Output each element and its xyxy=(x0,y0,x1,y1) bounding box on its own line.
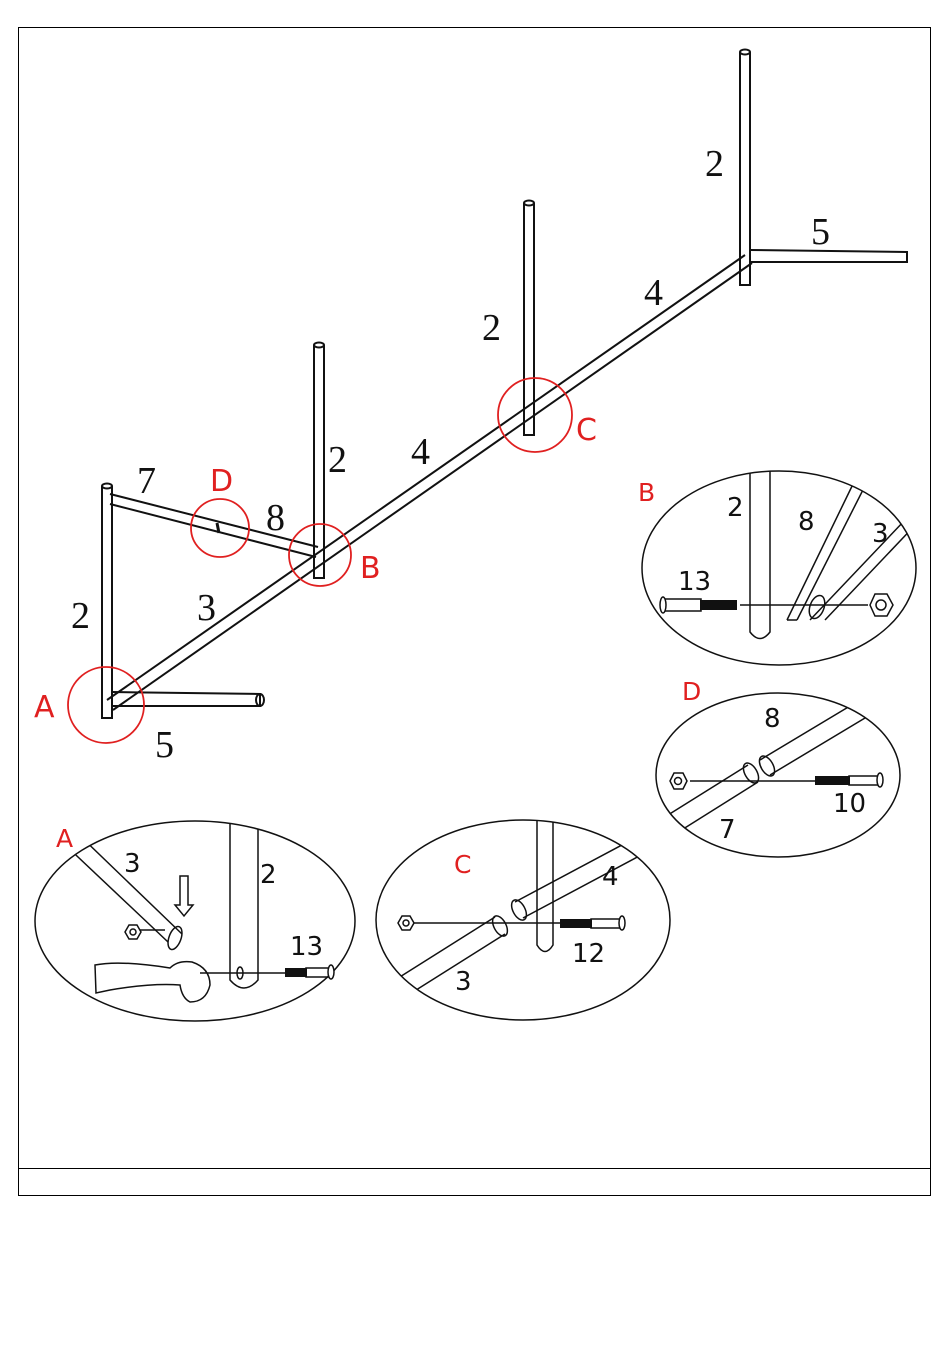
detail-b-label-bolt: 13 xyxy=(678,567,711,597)
nut-icon xyxy=(398,916,414,930)
callout-circle-b xyxy=(289,524,351,586)
nut-icon xyxy=(870,594,893,616)
label-upright-left: 2 xyxy=(71,595,90,637)
callout-letter-a: A xyxy=(34,690,55,725)
detail-d-label-upper: 8 xyxy=(764,704,781,734)
label-brace-top: 7 xyxy=(137,460,156,502)
detail-d: D 8 7 10 xyxy=(656,677,900,857)
nut-icon xyxy=(670,773,687,789)
bolt-icon xyxy=(660,597,737,613)
nut-icon xyxy=(125,925,141,939)
callout-letter-b: B xyxy=(360,551,381,586)
label-upright-c: 2 xyxy=(482,307,501,349)
label-rail-middle: 4 xyxy=(411,431,430,473)
detail-a-title: A xyxy=(56,824,73,853)
detail-c-title: C xyxy=(454,850,471,879)
detail-c-label-bolt: 12 xyxy=(572,939,605,969)
main-frame-drawing xyxy=(102,50,907,719)
detail-a-label-bolt: 13 xyxy=(290,932,323,962)
detail-c-label-upper: 4 xyxy=(602,862,619,892)
detail-d-label-lower: 7 xyxy=(719,815,736,845)
detail-b: B 2 8 3 13 xyxy=(638,460,920,665)
detail-b-label-brace: 8 xyxy=(798,507,815,537)
main-part-labels: 2 5 4 2 4 2 7 8 3 2 5 xyxy=(71,143,830,766)
label-rail-upper: 4 xyxy=(644,272,663,314)
label-rail-lower: 3 xyxy=(197,587,216,629)
detail-c-label-lower: 3 xyxy=(455,967,472,997)
detail-d-label-bolt: 10 xyxy=(833,789,866,819)
detail-a-label-tube: 2 xyxy=(260,860,277,890)
bolt-icon xyxy=(560,916,625,930)
label-foot-left: 5 xyxy=(155,724,174,766)
label-brace-mid: 8 xyxy=(266,497,285,539)
detail-a-label-rail: 3 xyxy=(124,849,141,879)
bolt-icon xyxy=(285,965,334,979)
callout-letter-c: C xyxy=(576,413,597,448)
detail-b-label-tube: 2 xyxy=(727,493,744,523)
detail-b-label-rail: 3 xyxy=(872,519,889,549)
label-foot-right: 5 xyxy=(811,211,830,253)
label-upright-right: 2 xyxy=(705,143,724,185)
detail-a: A 3 2 13 xyxy=(35,820,355,1021)
label-upright-b: 2 xyxy=(328,439,347,481)
detail-b-title: B xyxy=(638,478,655,507)
detail-d-title: D xyxy=(682,677,701,706)
callout-letter-d: D xyxy=(210,464,233,499)
bolt-icon xyxy=(815,773,883,787)
detail-c: C 4 3 12 xyxy=(376,815,670,1020)
